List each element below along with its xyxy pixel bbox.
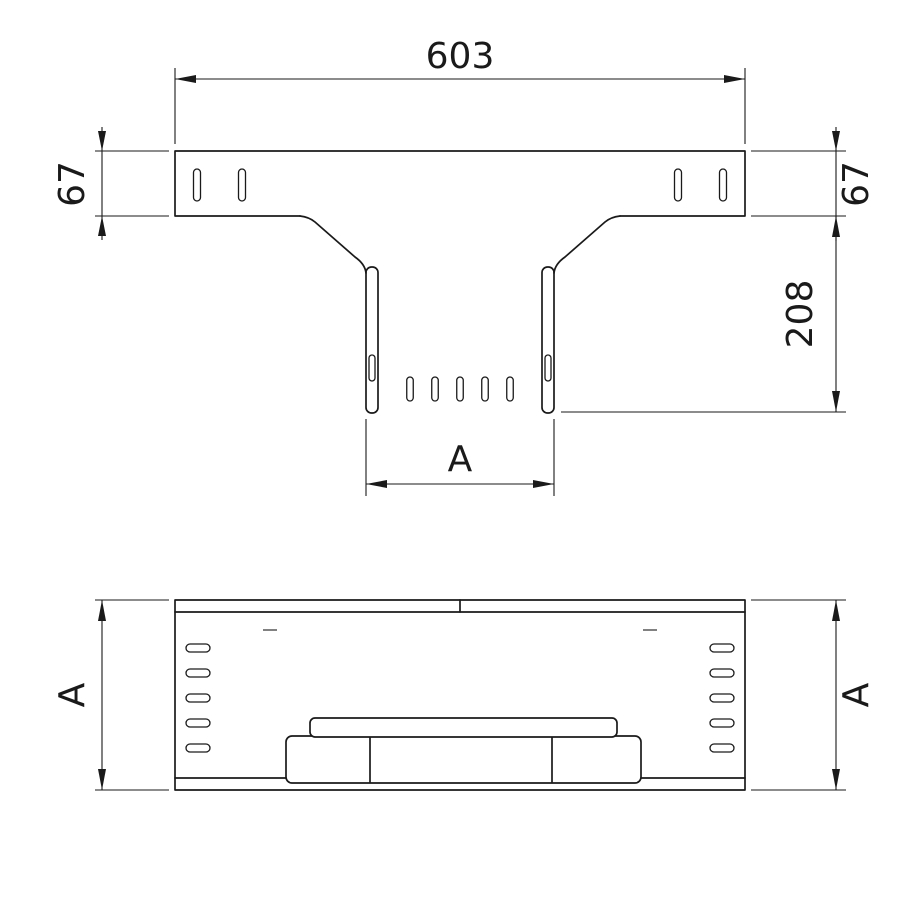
slot [544,354,552,382]
slot [185,668,211,678]
slot [718,168,728,202]
dimension-value: 67 [836,161,877,207]
slot [431,376,439,402]
front-view: A A [52,599,877,791]
arrowhead [832,769,840,790]
side-slots-right [709,643,735,753]
arrowhead [366,480,387,488]
branch-transition-right [553,215,621,274]
slot [456,376,464,402]
tray-run-outline [174,150,746,217]
branch-floor-slots [406,376,514,402]
slot [709,668,735,678]
dimension-overall-width: 603 [174,36,746,144]
side-slots-left [185,643,211,753]
dimension-flange-right: 67 [751,127,877,241]
arrowhead [832,391,840,412]
dimension-height-right: A [751,599,877,791]
dimension-value: 208 [780,280,821,349]
run-flange-slots [192,168,728,202]
slot [481,376,489,402]
arrowhead [98,131,106,151]
slot [237,168,247,202]
arrowhead [98,216,106,236]
dimension-flange-left: 67 [52,127,169,240]
arrowhead [98,769,106,790]
slot [185,718,211,728]
branch-stub-base [285,735,642,784]
arrowhead [98,600,106,621]
branch-wall-slots [368,354,552,382]
dimension-value: 67 [52,161,93,207]
slot [192,168,202,202]
slot [406,376,414,402]
top-view: 603 67 67 [52,36,877,496]
dimension-value: A [448,439,473,480]
dimension-branch-width: A [365,419,555,496]
arrowhead [832,131,840,151]
slot [709,643,735,653]
slot [709,693,735,703]
branch-wall-right [541,266,555,414]
slot [185,643,211,653]
slot [185,693,211,703]
slot [673,168,683,202]
slot [709,718,735,728]
slot [185,743,211,753]
branch-wall-left [365,266,379,414]
branch-transition-left [299,215,367,274]
arrowhead [724,75,745,83]
dimension-value: A [836,682,877,707]
branch-stub-flange [309,717,618,738]
branch-stub-front [285,717,642,784]
slot [506,376,514,402]
arrowhead [832,600,840,621]
dimension-branch-depth: 208 [561,216,846,413]
slot [709,743,735,753]
dimension-height-left: A [52,599,169,791]
arrowhead [533,480,554,488]
slot [368,354,376,382]
arrowhead [175,75,196,83]
dimension-value: A [52,682,93,707]
dimension-value: 603 [426,36,495,77]
